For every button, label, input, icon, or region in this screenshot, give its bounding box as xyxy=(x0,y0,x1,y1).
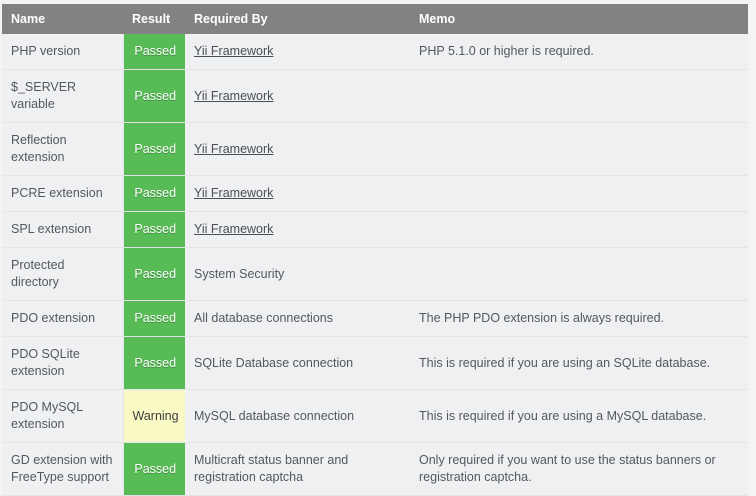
memo-cell: Only required if you want to use the sta… xyxy=(410,442,748,496)
table-row: PDO extension Passed All database connecti… xyxy=(2,300,748,337)
requirement-name-text: PDO MySQL extension xyxy=(11,400,83,431)
status-badge: Passed xyxy=(123,336,185,390)
requirements-table: Name Result Required By Memo PHP version… xyxy=(2,4,748,496)
column-header-name: Name xyxy=(2,4,123,34)
status-badge: Passed xyxy=(123,247,185,301)
requirement-name-cell: PDO extension xyxy=(2,300,124,337)
status-badge-label: Passed xyxy=(134,266,177,281)
required-by-text: MySQL database connection xyxy=(194,408,355,423)
required-by-cell: Yii Framework xyxy=(185,34,410,70)
status-badge: Passed xyxy=(123,34,185,70)
requirement-name-text: Reflection extension xyxy=(11,133,67,164)
requirement-name-cell: Reflection extension xyxy=(2,122,124,176)
requirement-name-text: $_SERVER variable xyxy=(11,80,77,111)
memo-text: This is required if you are using an SQL… xyxy=(419,355,711,370)
requirement-name-cell: GD extension with FreeType support xyxy=(2,442,124,496)
required-by-cell: System Security xyxy=(185,247,410,301)
memo-text: The PHP PDO extension is always required… xyxy=(419,311,665,325)
requirement-name-text: SPL extension xyxy=(11,222,92,236)
required-by-cell: Yii Framework xyxy=(185,211,410,248)
status-badge-label: Passed xyxy=(134,44,177,58)
requirement-name-text: PCRE extension xyxy=(11,186,103,200)
required-by-cell: Yii Framework xyxy=(185,69,410,123)
memo-cell xyxy=(410,122,748,176)
required-by-link[interactable]: Yii Framework xyxy=(194,186,274,200)
status-badge: Passed xyxy=(123,175,185,212)
table-row: Reflection extension Passed Yii Framework xyxy=(2,122,748,176)
status-badge-label: Passed xyxy=(134,186,177,200)
required-by-cell: MySQL database connection xyxy=(185,389,410,443)
required-by-text: SQLite Database connection xyxy=(194,355,354,370)
table-row: PDO SQLite extension Passed SQLite Databas… xyxy=(2,336,748,390)
required-by-cell: Yii Framework xyxy=(185,122,410,176)
column-header-required-by: Required By xyxy=(185,4,410,34)
requirement-name-text: PDO extension xyxy=(11,311,96,325)
column-header-memo: Memo xyxy=(410,4,748,34)
status-badge: Passed xyxy=(123,442,185,496)
memo-text: This is required if you are using a MySQ… xyxy=(419,408,707,423)
requirement-name-cell: PHP version xyxy=(2,34,124,70)
required-by-link[interactable]: Yii Framework xyxy=(194,88,274,103)
status-badge: Passed xyxy=(123,69,185,123)
requirement-name-cell: Protected directory xyxy=(2,247,124,301)
table-row: GD extension with FreeType support Passed… xyxy=(2,442,748,496)
status-badge: Passed xyxy=(123,300,185,337)
table-header-row: Name Result Required By Memo xyxy=(2,4,748,34)
memo-cell xyxy=(410,175,748,212)
requirements-page: Name Result Required By Memo PHP version… xyxy=(2,4,748,496)
memo-text: Only required if you want to use the sta… xyxy=(419,453,716,484)
memo-cell: This is required if you are using an SQL… xyxy=(410,336,748,390)
requirement-name-cell: PCRE extension xyxy=(2,175,124,212)
required-by-text: Multicraft status banner and registratio… xyxy=(194,453,349,484)
table-row: PCRE extension Passed Yii Framework xyxy=(2,175,748,212)
required-by-text: System Security xyxy=(194,266,285,281)
requirement-name-cell: $_SERVER variable xyxy=(2,69,124,123)
memo-cell: PHP 5.1.0 or higher is required. xyxy=(410,34,748,70)
memo-cell: The PHP PDO extension is always required… xyxy=(410,300,748,337)
status-badge-label: Passed xyxy=(134,311,177,325)
requirement-name-text: Protected directory xyxy=(11,258,65,289)
required-by-cell: SQLite Database connection xyxy=(185,336,410,390)
status-badge: Passed xyxy=(123,122,185,176)
table-row: PDO MySQL extension Warning MySQL database… xyxy=(2,389,748,443)
requirement-name-cell: SPL extension xyxy=(2,211,124,248)
requirement-name-cell: PDO SQLite extension xyxy=(2,336,124,390)
status-badge-label: Passed xyxy=(134,222,177,236)
table-row: PHP version Passed Yii Framework PHP 5.1.0 … xyxy=(2,34,748,70)
status-badge: Warning xyxy=(123,389,185,443)
required-by-text: All database connections xyxy=(194,311,333,325)
requirement-name-cell: PDO MySQL extension xyxy=(2,389,124,443)
memo-cell: This is required if you are using a MySQ… xyxy=(410,389,748,443)
table-row: SPL extension Passed Yii Framework xyxy=(2,211,748,248)
status-badge-label: Warning xyxy=(132,408,179,423)
requirement-name-text: GD extension with FreeType support xyxy=(11,453,113,484)
required-by-link[interactable]: Yii Framework xyxy=(194,44,274,58)
column-header-result: Result xyxy=(123,4,185,34)
required-by-cell: Yii Framework xyxy=(185,175,410,212)
required-by-link[interactable]: Yii Framework xyxy=(194,222,274,236)
status-badge-label: Passed xyxy=(134,355,177,370)
required-by-link[interactable]: Yii Framework xyxy=(194,141,274,156)
memo-cell xyxy=(410,69,748,123)
status-badge-label: Passed xyxy=(134,461,177,476)
table-header: Name Result Required By Memo xyxy=(2,4,748,34)
required-by-cell: All database connections xyxy=(185,300,410,337)
memo-text: PHP 5.1.0 or higher is required. xyxy=(419,44,594,58)
table-row: $_SERVER variable Passed Yii Framework xyxy=(2,69,748,123)
required-by-cell: Multicraft status banner and registratio… xyxy=(185,442,410,496)
status-badge: Passed xyxy=(123,211,185,248)
memo-cell xyxy=(410,211,748,248)
requirement-name-text: PDO SQLite extension xyxy=(11,347,80,378)
memo-cell xyxy=(410,247,748,301)
status-badge-label: Passed xyxy=(134,88,177,103)
requirement-name-text: PHP version xyxy=(11,44,81,58)
status-badge-label: Passed xyxy=(134,141,177,156)
table-row: Protected directory Passed System Security xyxy=(2,247,748,301)
